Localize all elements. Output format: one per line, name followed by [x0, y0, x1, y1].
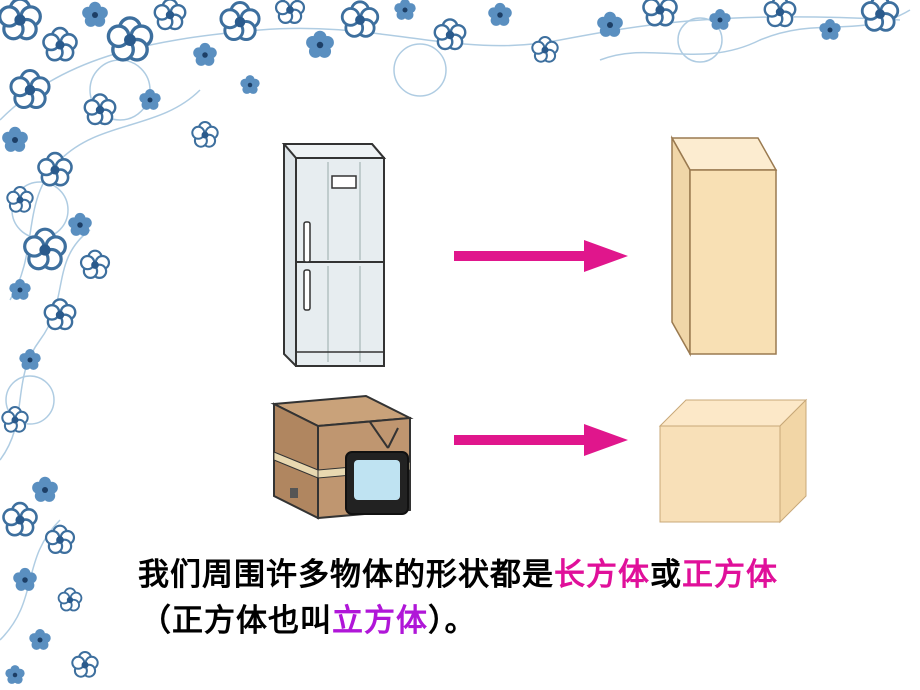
- caption-paren-close: ）。: [428, 603, 477, 639]
- term-regular-cube: 立方体: [332, 603, 428, 639]
- term-cuboid: 长方体: [554, 557, 650, 593]
- caption-line-2: （正方体也叫立方体）。: [140, 598, 898, 644]
- term-cube: 正方体: [682, 557, 778, 593]
- caption-paren-open: （正方体也叫: [140, 603, 332, 639]
- caption-prefix: 我们周围许多物体的形状都是: [138, 557, 554, 593]
- arrow-right-icon: [454, 240, 628, 272]
- cuboid-shape: [670, 135, 778, 357]
- caption-text: 我们周围许多物体的形状都是长方体或正方体 （正方体也叫立方体）。: [138, 552, 898, 644]
- arrow-right-icon: [454, 424, 628, 456]
- caption-or: 或: [650, 557, 682, 593]
- caption-line-1: 我们周围许多物体的形状都是长方体或正方体: [138, 552, 898, 598]
- tv-box-icon: [270, 394, 414, 520]
- cube-shape: [658, 398, 808, 524]
- refrigerator-icon: [281, 143, 387, 367]
